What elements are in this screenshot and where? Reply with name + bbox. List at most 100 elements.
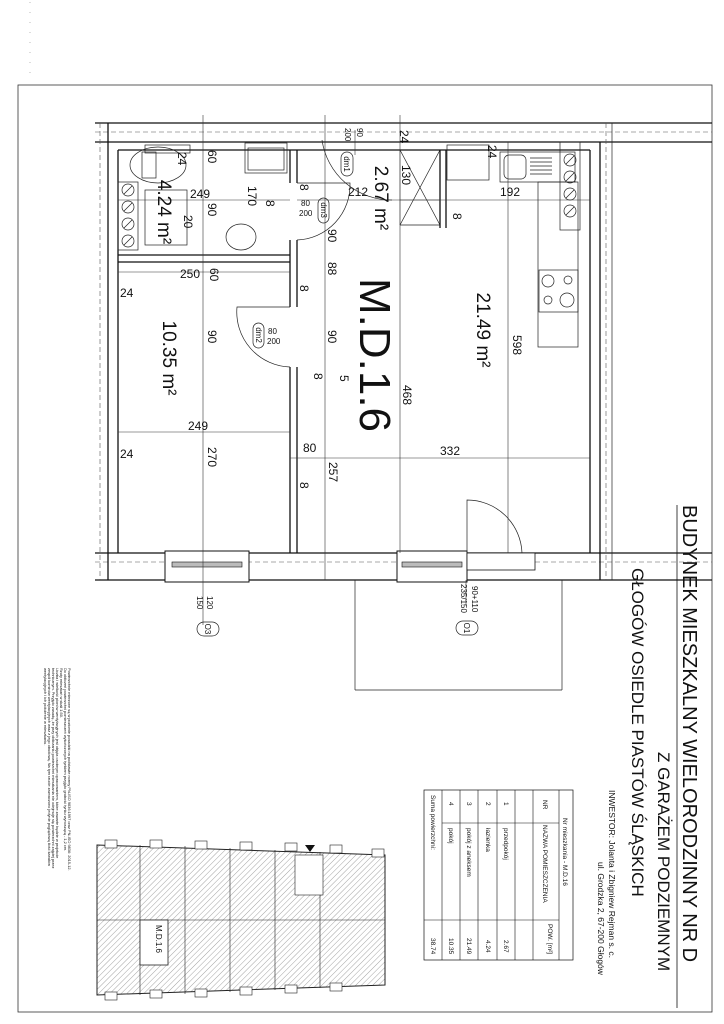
window-tag-o3: 120 150 O3	[195, 596, 220, 637]
dim-label: 8	[297, 285, 311, 292]
kitchen-fixtures	[446, 141, 581, 348]
dim-label: 8	[311, 373, 325, 380]
dim-label: 250	[180, 267, 200, 281]
dim-label: 8	[263, 200, 277, 207]
title-line-3: GŁOGÓW OSIEDLE PIASTÓW ŚLĄSKICH	[628, 568, 647, 897]
table-row: 3 pokój z aneksem 21.49	[465, 802, 472, 955]
svg-text:80: 80	[301, 199, 310, 208]
dimension-labels: 24 60 249 90 170 20 8 250 60 212 130 24 …	[120, 130, 524, 489]
table-sum-value: 38.74	[429, 938, 436, 955]
table-header-name: NAZWA POMIESZCZENIA	[541, 825, 548, 903]
dim-label: 257	[326, 462, 340, 482]
window-o1	[396, 550, 536, 583]
dim-label: 8	[297, 482, 311, 489]
dim-label: 8	[297, 184, 311, 191]
svg-text:dm3: dm3	[319, 202, 328, 218]
svg-text:dm1: dm1	[342, 156, 351, 172]
dim-label: 60	[207, 268, 221, 282]
kitchen-vent-icons	[559, 141, 581, 231]
walls	[95, 122, 712, 691]
dim-label: 24	[120, 286, 134, 300]
svg-text:21.49: 21.49	[465, 938, 472, 955]
dim-label: 468	[400, 385, 414, 405]
dim-label: 24	[485, 145, 499, 159]
svg-text:90+110: 90+110	[470, 586, 479, 613]
svg-text:łazienka: łazienka	[484, 828, 491, 852]
svg-text:przedpokój: przedpokój	[502, 828, 509, 860]
room-area-bedroom: 10.35 m²	[158, 321, 179, 396]
area-table: Nr mieszkania - M.D.16 NR NAZWA POMIESZC…	[423, 789, 574, 961]
door-tag-dm3: dm3 80 200	[299, 197, 330, 224]
svg-text:O1: O1	[462, 623, 471, 634]
dim-label: 24	[120, 447, 134, 461]
dim-label: 332	[440, 444, 460, 458]
svg-text:Liczba i wielkość pionów wenty: Liczba i wielkość pionów wentylacyjnych …	[55, 668, 60, 858]
table-caption: Nr mieszkania - M.D.16	[561, 818, 568, 886]
dim-label: 192	[500, 185, 520, 199]
dim-label: 212	[348, 185, 368, 199]
svg-text:235/150: 235/150	[459, 584, 468, 613]
dim-label: 90	[205, 203, 219, 217]
svg-text:Powierzchnie mierzone są w poz: Powierzchnie mierzone są w poziomie posa…	[67, 668, 72, 871]
svg-text:200: 200	[267, 337, 281, 346]
svg-text:Rzuty mieszkań w skali 1:50.: Rzuty mieszkań w skali 1:50.	[59, 668, 64, 718]
dim-label: 170	[245, 186, 259, 206]
dim-label: 249	[188, 419, 208, 433]
svg-text:Do obliczeń powierzchni pomies: Do obliczeń powierzchni pomieszczeń wyko…	[63, 668, 68, 851]
table-row: 4 pokój 10.35	[447, 802, 454, 955]
notes: Powierzchnie mierzone są w poziomie posa…	[43, 668, 72, 871]
dim-label: 130	[399, 165, 413, 185]
dim-label: 270	[205, 447, 219, 467]
svg-text:technicznym. Przyjęto zasadę,: technicznym. Przyjęto zasadę, że przy ob…	[51, 668, 56, 869]
window-o3	[164, 550, 250, 583]
svg-text:200: 200	[343, 128, 352, 142]
dim-label: 60	[205, 150, 219, 164]
dim-label: 5	[337, 375, 351, 382]
dim-label: 598	[510, 335, 524, 355]
svg-text:1: 1	[502, 802, 509, 806]
plan-labels: M.D.1.6 4.24 m² 2.67 m² 21.49 m² 10.35 m…	[120, 128, 524, 637]
vent-icons	[117, 181, 139, 251]
svg-text:3: 3	[465, 802, 472, 806]
investor: INWESTOR: Jolanta i Zbigniew Rejman s. c…	[607, 790, 617, 958]
bathroom-fixtures	[117, 142, 288, 251]
svg-text:pokój z aneksem: pokój z aneksem	[465, 828, 472, 877]
table-header-area: POW. [m²]	[546, 924, 553, 954]
dim-label: 249	[190, 187, 210, 201]
svg-text:90: 90	[355, 128, 364, 137]
sheet-frame	[17, 84, 713, 1013]
svg-text:150: 150	[195, 596, 204, 610]
key-plan-marker: M.D.1.6	[154, 925, 163, 954]
investor-address: ul. Grodzka 2, 67-200 Głogów	[596, 862, 606, 976]
room-area-bathroom: 4.24 m²	[153, 180, 174, 244]
window-tag-o1: 90+110 235/150 O1	[455, 584, 479, 636]
svg-text:2: 2	[484, 802, 491, 806]
table-sum-label: Suma powierzchni:	[429, 795, 436, 850]
svg-text:10.35: 10.35	[447, 938, 454, 955]
svg-text:4.24: 4.24	[484, 940, 491, 953]
svg-text:80: 80	[268, 327, 277, 336]
stove-icon	[538, 269, 579, 313]
room-area-living: 21.49 m²	[472, 293, 493, 368]
title-line-2: Z GARAŻEM PODZIEMNYM	[654, 752, 673, 971]
dim-label: 90	[325, 229, 339, 243]
dim-label: 88	[325, 262, 339, 276]
svg-text:zespół kominów wentylacyjnych: zespół kominów wentylacyjnych wraz z jeg…	[47, 668, 52, 866]
title-block: BUDYNEK MIESZKALNY WIELORODZINNY NR D Z …	[596, 505, 700, 1008]
apartment-label: M.D.1.6	[350, 278, 399, 432]
table-row: 2 łazienka 4.24	[484, 802, 491, 953]
svg-text:dm2: dm2	[254, 327, 263, 343]
dim-label: 24	[175, 152, 189, 166]
dimension-lines	[118, 115, 590, 625]
dim-label: 8	[450, 213, 464, 220]
table-row: 1 przedpokój 2.67	[502, 802, 509, 953]
door-tag-dm1: dm1 90 200	[340, 128, 364, 177]
table-header-nr: NR	[541, 800, 548, 810]
dim-label: 24	[397, 130, 411, 144]
dim-label: 90	[325, 330, 339, 344]
dim-label: 90	[205, 330, 219, 344]
svg-text:200: 200	[299, 209, 313, 218]
svg-text:2.67: 2.67	[502, 940, 509, 953]
svg-text:4: 4	[447, 802, 454, 806]
